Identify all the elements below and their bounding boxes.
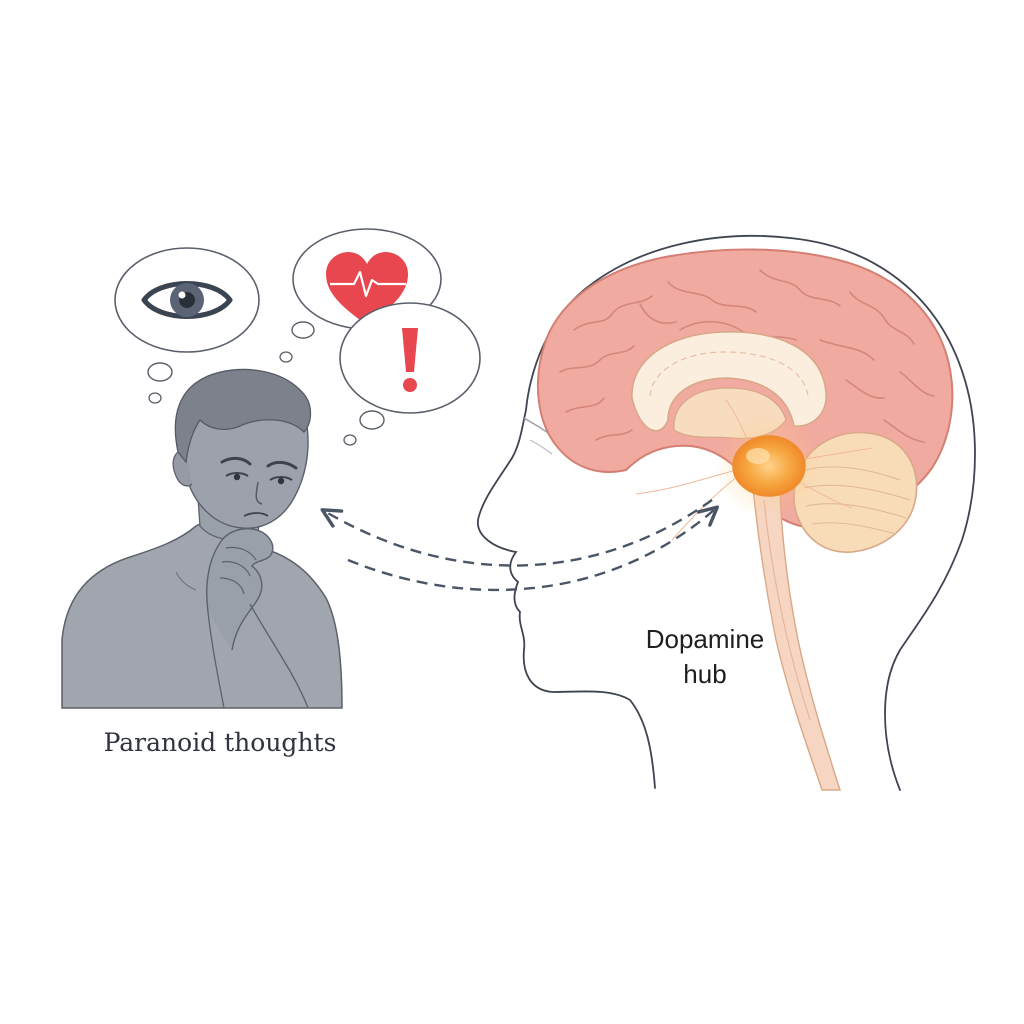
person-ear [172, 450, 193, 487]
thought-bubble-eye [114, 247, 260, 404]
arrow-to-brain [347, 505, 719, 592]
dopamine-hub-caption: Dopamine hub [610, 622, 800, 692]
worried-person-figure [61, 368, 343, 709]
person-hand [206, 528, 274, 651]
head-outline [477, 235, 976, 791]
brainstem [751, 477, 841, 791]
thought-bubble-alert [339, 302, 481, 446]
exclamation-icon [402, 328, 418, 392]
cerebellum [793, 431, 918, 553]
dopamine-hub-caption-line1: Dopamine [645, 624, 765, 654]
person-torso [61, 517, 343, 709]
dopamine-hub-caption-line2: hub [683, 659, 727, 689]
eye-icon [141, 281, 233, 319]
dopamine-hub-marker [714, 411, 822, 519]
person-hair [174, 368, 312, 464]
brain-illustration [537, 248, 954, 791]
arrow-to-person [320, 499, 713, 567]
paranoid-thoughts-caption: Paranoid thoughts [103, 728, 337, 757]
connection-arrows [320, 499, 719, 592]
